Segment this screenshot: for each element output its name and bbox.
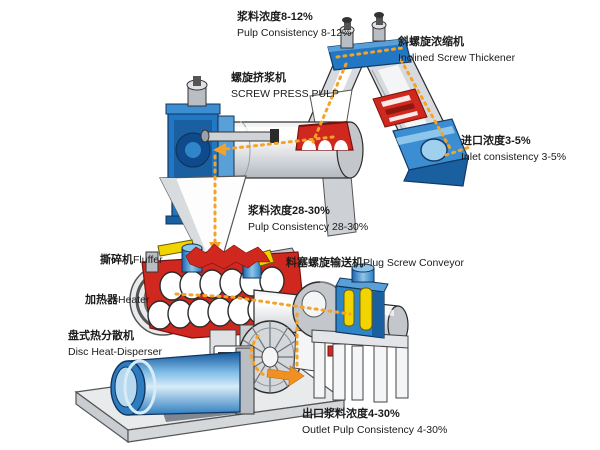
label-heater: 加热器Heater xyxy=(85,294,150,306)
label-plug-screw-conveyor: 料塞螺旋输送机Plug Screw Conveyor xyxy=(286,257,464,269)
conveyor-discharge-head xyxy=(311,263,409,403)
thickener-inlet-box xyxy=(392,118,469,187)
label-inlet-consistency: 进口浓度3-5% Inlet consistency 3-5% xyxy=(461,135,567,163)
screw-press xyxy=(159,76,364,253)
discharge-funnel xyxy=(159,175,247,253)
flow-arrows xyxy=(185,143,305,387)
label-disc-heat-disperser: 盘式热分散机 Disc Heat-Disperser xyxy=(68,330,162,358)
label-screw-press: 螺旋挤浆机 SCREW PRESS PULP xyxy=(231,72,339,100)
pulp-splash xyxy=(185,243,271,270)
label-outlet-consistency: 出口浆料浓度4-30% Outlet Pulp Consistency 4-30… xyxy=(302,408,448,436)
label-pulp-consistency-28-30: 浆料浓度28-30% Pulp Consistency 28-30% xyxy=(248,205,369,233)
press-shaft-rod xyxy=(200,129,279,143)
disc-heat-disperser xyxy=(74,320,346,444)
label-pulp-consistency-8-12: 浆料浓度8-12% Pulp Consistency 8-12% xyxy=(237,11,352,39)
disperser-motor xyxy=(110,347,255,422)
flow-lines xyxy=(174,46,472,377)
press-inlet-hopper xyxy=(295,121,354,151)
label-inclined-screw-thickener: 斜螺旋浓缩机 Inclined Screw Thickener xyxy=(398,36,516,64)
thickener-motor-icon xyxy=(371,12,387,42)
fluffer xyxy=(141,239,307,339)
outlet-arrow-icon xyxy=(266,365,305,387)
inclined-screw-thickener xyxy=(298,12,469,187)
label-fluffer: 撕碎机Fluffer xyxy=(100,254,163,266)
thickener-motor-icon xyxy=(339,17,355,49)
